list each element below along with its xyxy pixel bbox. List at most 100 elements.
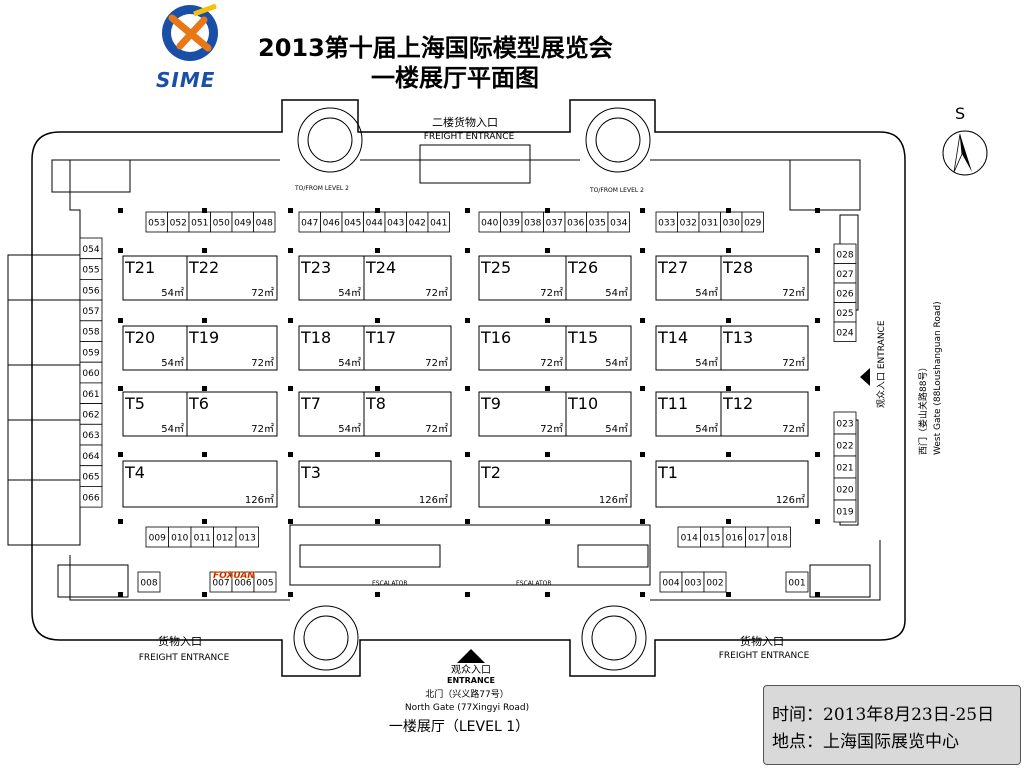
pillar bbox=[118, 386, 123, 391]
booth-label-033: 033 bbox=[658, 219, 675, 229]
booth-label-044: 044 bbox=[366, 219, 383, 229]
booth-034 bbox=[607, 211, 630, 233]
hall-T24 bbox=[363, 255, 452, 301]
booth-label-063: 063 bbox=[82, 431, 99, 441]
booth-label-031: 031 bbox=[701, 219, 718, 229]
north-entrance-en: ENTRANCE bbox=[447, 676, 495, 685]
pillar bbox=[288, 208, 293, 213]
hall-area-T23: 54㎡ bbox=[338, 287, 361, 299]
booth-label-054: 054 bbox=[82, 245, 99, 255]
hall-area-T2: 126㎡ bbox=[599, 494, 628, 506]
pillar bbox=[465, 248, 470, 253]
ramp-inner-1 bbox=[595, 117, 641, 163]
pillar bbox=[545, 318, 550, 323]
north-entrance-arrow-icon bbox=[457, 649, 485, 663]
hall-label-T17: T17 bbox=[365, 328, 396, 347]
pillar bbox=[640, 592, 645, 597]
pillar bbox=[815, 386, 820, 391]
hall-area-T25: 72㎡ bbox=[540, 287, 563, 299]
freight-entrance-right-en: FREIGHT ENTRANCE bbox=[719, 651, 810, 661]
booth-label-050: 050 bbox=[213, 219, 230, 229]
booth-label-018: 018 bbox=[771, 534, 788, 544]
freight-entrance-left-cn: 货物入口 bbox=[158, 634, 202, 648]
booth-041 bbox=[427, 211, 450, 233]
hall-label-T8: T8 bbox=[365, 394, 386, 413]
hall-area-T20: 54㎡ bbox=[161, 357, 184, 369]
booth-label-009: 009 bbox=[149, 534, 166, 544]
hall-T19 bbox=[186, 325, 278, 371]
booth-label-012: 012 bbox=[216, 534, 233, 544]
hall-T7 bbox=[298, 391, 365, 437]
booth-label-055: 055 bbox=[82, 266, 99, 276]
pillar bbox=[726, 386, 731, 391]
north-gate-en: North Gate (77Xingyi Road) bbox=[405, 703, 529, 713]
booth-label-004: 004 bbox=[662, 579, 679, 589]
pillar bbox=[465, 386, 470, 391]
hall-label-T2: T2 bbox=[480, 463, 501, 482]
west-gate-en: West Gate (88Loushanguan Road) bbox=[933, 301, 943, 455]
service-room-top-left bbox=[51, 159, 131, 193]
booth-label-002: 002 bbox=[706, 579, 723, 589]
pillar bbox=[640, 519, 645, 524]
hall-label-T7: T7 bbox=[300, 394, 321, 413]
pillar bbox=[815, 208, 820, 213]
hall-T16 bbox=[478, 325, 567, 371]
booth-label-014: 014 bbox=[681, 534, 698, 544]
pillar bbox=[726, 519, 731, 524]
booth-002 bbox=[703, 571, 727, 593]
hall-label-T25: T25 bbox=[480, 258, 511, 277]
booth-label-027: 027 bbox=[836, 270, 853, 280]
booth-label-024: 024 bbox=[836, 328, 853, 338]
ramp-inner-0 bbox=[307, 117, 353, 163]
booth-label-001: 001 bbox=[788, 579, 805, 589]
hall-area-T14: 54㎡ bbox=[695, 357, 718, 369]
pillar bbox=[640, 386, 645, 391]
event-time: 时间：2013年8月23日-25日 bbox=[772, 705, 995, 725]
booth-label-052: 052 bbox=[170, 219, 187, 229]
booth-024 bbox=[833, 321, 857, 342]
booth-label-065: 065 bbox=[82, 473, 99, 483]
hall-area-T8: 72㎡ bbox=[425, 423, 448, 435]
pillar bbox=[202, 452, 207, 457]
pillar bbox=[465, 208, 470, 213]
outer-wall bbox=[31, 99, 906, 677]
booth-label-037: 037 bbox=[546, 219, 563, 229]
pillar bbox=[545, 386, 550, 391]
booth-label-032: 032 bbox=[680, 219, 697, 229]
booth-label-006: 006 bbox=[234, 579, 251, 589]
booth-label-045: 045 bbox=[344, 219, 361, 229]
booth-label-048: 048 bbox=[256, 219, 273, 229]
booth-label-047: 047 bbox=[301, 219, 318, 229]
booth-013 bbox=[235, 526, 259, 548]
hall-area-T16: 72㎡ bbox=[540, 357, 563, 369]
hall-label-T12: T12 bbox=[722, 394, 753, 413]
pillar bbox=[375, 452, 380, 457]
hall-area-T9: 72㎡ bbox=[540, 423, 563, 435]
pillar bbox=[726, 208, 731, 213]
ramp-outer-2 bbox=[293, 605, 359, 671]
page-title: 2013第十届上海国际模型展览会 bbox=[258, 34, 613, 62]
hall-T6 bbox=[186, 391, 278, 437]
pillar bbox=[288, 519, 293, 524]
pillar bbox=[465, 592, 470, 597]
booth-label-016: 016 bbox=[726, 534, 743, 544]
pillar bbox=[545, 208, 550, 213]
booth-label-019: 019 bbox=[836, 508, 853, 518]
booth-label-058: 058 bbox=[82, 328, 99, 338]
booth-label-017: 017 bbox=[748, 534, 765, 544]
hall-area-T26: 54㎡ bbox=[605, 287, 628, 299]
booth-label-041: 041 bbox=[430, 219, 447, 229]
booth-label-005: 005 bbox=[256, 579, 273, 589]
foxuan-booth-logo: FOXUAN bbox=[213, 571, 255, 581]
pillar bbox=[815, 318, 820, 323]
pillar bbox=[640, 208, 645, 213]
to-from-level2-left: TO/FROM LEVEL 2 bbox=[294, 185, 349, 192]
west-annex-dividers bbox=[8, 299, 80, 481]
hall-label-T21: T21 bbox=[124, 258, 155, 277]
pillar bbox=[465, 519, 470, 524]
hall-area-T7: 54㎡ bbox=[338, 423, 361, 435]
pillar bbox=[545, 592, 550, 597]
